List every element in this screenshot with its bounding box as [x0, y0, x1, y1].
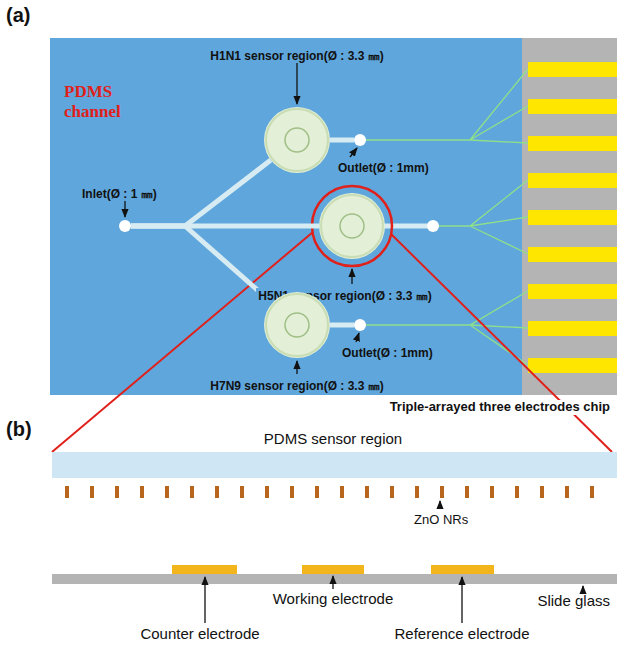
part-label: Slide glass — [535, 592, 612, 609]
label-box: (b) — [4, 418, 34, 441]
outlet-port: Outlet(Ø : 1mm) — [354, 319, 366, 331]
sensor-region: H1N1 sensor region(Ø : 3.3 ㎜) — [264, 107, 330, 173]
panel-letter: (b) — [4, 418, 34, 441]
outlet-port: Outlet(Ø : 1mm) — [354, 134, 366, 146]
label-box: PDMS sensor region — [262, 430, 404, 448]
pdms-panel — [50, 38, 522, 395]
pdms-layer — [52, 452, 617, 478]
label-box: ZnO NRs — [412, 510, 470, 528]
electrode-pads — [528, 62, 617, 373]
region-label-box: H7N9 sensor region(Ø : 3.3 ㎜) — [208, 376, 385, 395]
panel-letter: (a) — [4, 4, 32, 27]
region-label-box: H1N1 sensor region(Ø : 3.3 ㎜) — [208, 46, 385, 65]
label-box: Working electrode — [271, 590, 396, 608]
region-label: Inlet(Ø : 1 ㎜) — [80, 186, 159, 203]
reference-electrode — [431, 565, 494, 574]
label-box: PDMS channel — [62, 82, 144, 121]
sensor-ring — [264, 107, 330, 173]
region-label: H1N1 sensor region(Ø : 3.3 ㎜) — [208, 48, 385, 65]
zoom-line — [391, 234, 612, 452]
slide-glass — [52, 574, 617, 584]
part-label: ZnO NRs — [412, 513, 470, 528]
sensor-ring — [264, 292, 330, 358]
microfluidic-channel — [330, 323, 354, 328]
part-label: Counter electrode — [138, 625, 261, 642]
label-box: Counter electrode — [138, 625, 261, 643]
region-title: PDMS sensor region — [262, 430, 404, 447]
chip-label: Triple-arrayed three electrodes chip — [388, 400, 612, 415]
electrode-wires — [360, 69, 528, 365]
part-label: Reference electrode — [392, 625, 531, 642]
inlet-port: Inlet(Ø : 1 ㎜) — [119, 220, 131, 232]
label-box: Triple-arrayed three electrodes chip — [388, 397, 612, 415]
outlet-port — [427, 220, 439, 232]
label-box: Slide glass — [535, 592, 612, 610]
material-label: PDMS channel — [62, 82, 144, 121]
region-label-box: Outlet(Ø : 1mm) — [336, 158, 431, 176]
zno-nanorods — [65, 486, 594, 498]
working-electrode — [302, 565, 364, 574]
electrode-chip — [522, 38, 617, 395]
region-label-box: Inlet(Ø : 1 ㎜) — [80, 184, 159, 203]
zoom-ring — [312, 186, 392, 266]
region-label: H7N9 sensor region(Ø : 3.3 ㎜) — [208, 378, 385, 395]
label-box: (a) — [4, 4, 32, 27]
sensor-ring — [319, 193, 385, 259]
label-box: Reference electrode — [392, 625, 531, 643]
counter-electrode — [172, 565, 237, 574]
part-label: Working electrode — [271, 590, 396, 607]
region-label-box: Outlet(Ø : 1mm) — [340, 343, 435, 361]
leader-lines — [205, 501, 583, 623]
region-label: Outlet(Ø : 1mm) — [336, 161, 431, 175]
microfluidic-channel — [131, 226, 272, 303]
sensor-region: H7N9 sensor region(Ø : 3.3 ㎜) — [264, 292, 330, 358]
microfluidic-channel — [330, 138, 354, 143]
sensor-region: H5N1 sensor region(Ø : 3.3 ㎜) — [319, 193, 385, 259]
region-label: Outlet(Ø : 1mm) — [340, 346, 435, 360]
